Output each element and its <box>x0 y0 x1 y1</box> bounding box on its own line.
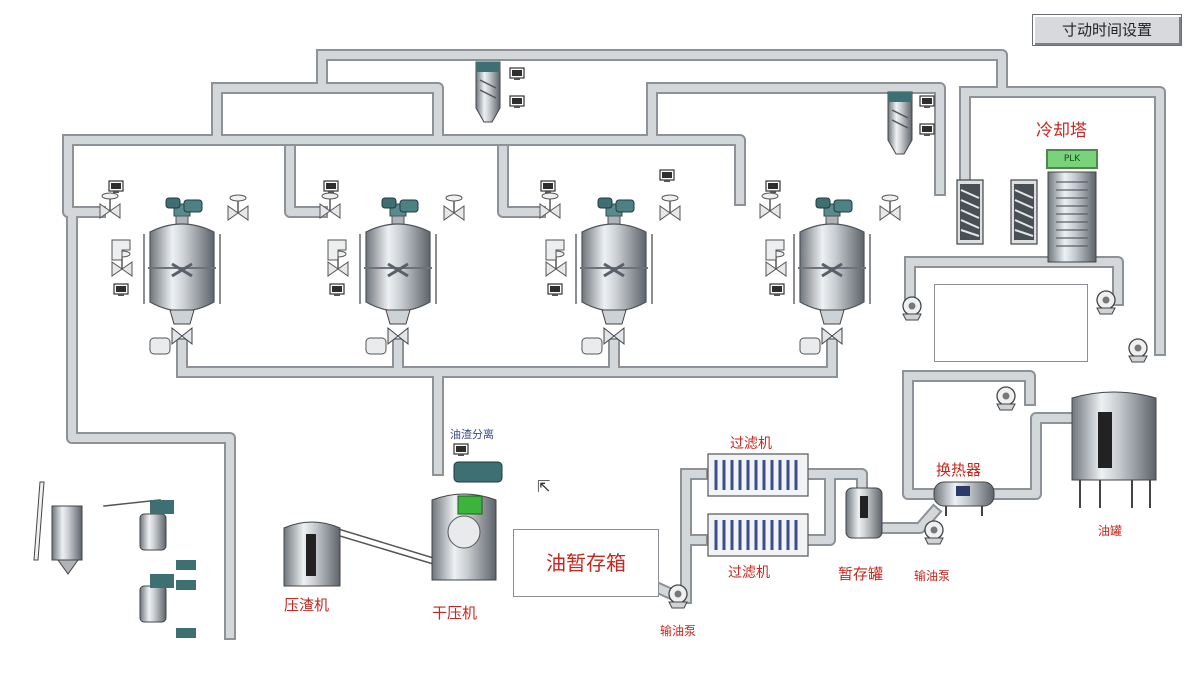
residue-press-label: 压渣机 <box>284 596 330 614</box>
cooling-tower-label: 冷却塔 <box>1036 121 1087 141</box>
heat-exchanger-label: 换热器 <box>936 461 982 479</box>
reactor-3[interactable] <box>574 196 654 346</box>
oil-residue-separation-label: 油渣分离 <box>450 428 494 441</box>
reactor-1[interactable] <box>142 196 222 346</box>
reactor-4[interactable] <box>792 196 872 346</box>
cooling-column-1 <box>956 179 984 245</box>
dry-press-label: 干压机 <box>432 604 478 622</box>
cooling-tower-status-indicator: PLK <box>1046 149 1098 169</box>
filter-2-label: 过滤机 <box>728 565 770 581</box>
pipe-network <box>62 49 1166 640</box>
mouse-cursor-icon: ⇱ <box>537 477 551 496</box>
cooling-column-2 <box>1010 179 1038 245</box>
temp-tank-label: 暂存罐 <box>838 565 884 583</box>
filter-unit-2 <box>706 512 810 558</box>
oil-tank-label: 油罐 <box>1098 524 1123 538</box>
side-valves[interactable] <box>111 239 785 261</box>
oil-pump-1-label: 输油泵 <box>914 569 951 583</box>
filter-unit-1 <box>706 452 810 498</box>
heat-exchanger <box>933 481 995 516</box>
cyclone-separator-2 <box>887 91 913 155</box>
residue-press <box>283 521 341 587</box>
oil-temp-box[interactable]: 油暂存箱 <box>513 529 659 597</box>
oil-tank <box>1071 391 1157 508</box>
cyclone-separator-1 <box>475 61 501 123</box>
discharge-ports <box>149 337 821 355</box>
temp-storage-tank <box>845 487 883 539</box>
inching-time-settings-button[interactable]: 寸动时间设置 <box>1032 14 1182 46</box>
conveyor-machinery <box>33 481 196 638</box>
filter-1-label: 过滤机 <box>730 436 772 452</box>
oil-pump-2-label: 输油泵 <box>660 624 697 638</box>
cooling-tower <box>1047 171 1097 263</box>
reactor-2[interactable] <box>358 196 438 346</box>
dry-press[interactable] <box>431 461 503 581</box>
condenser-box <box>934 284 1088 362</box>
